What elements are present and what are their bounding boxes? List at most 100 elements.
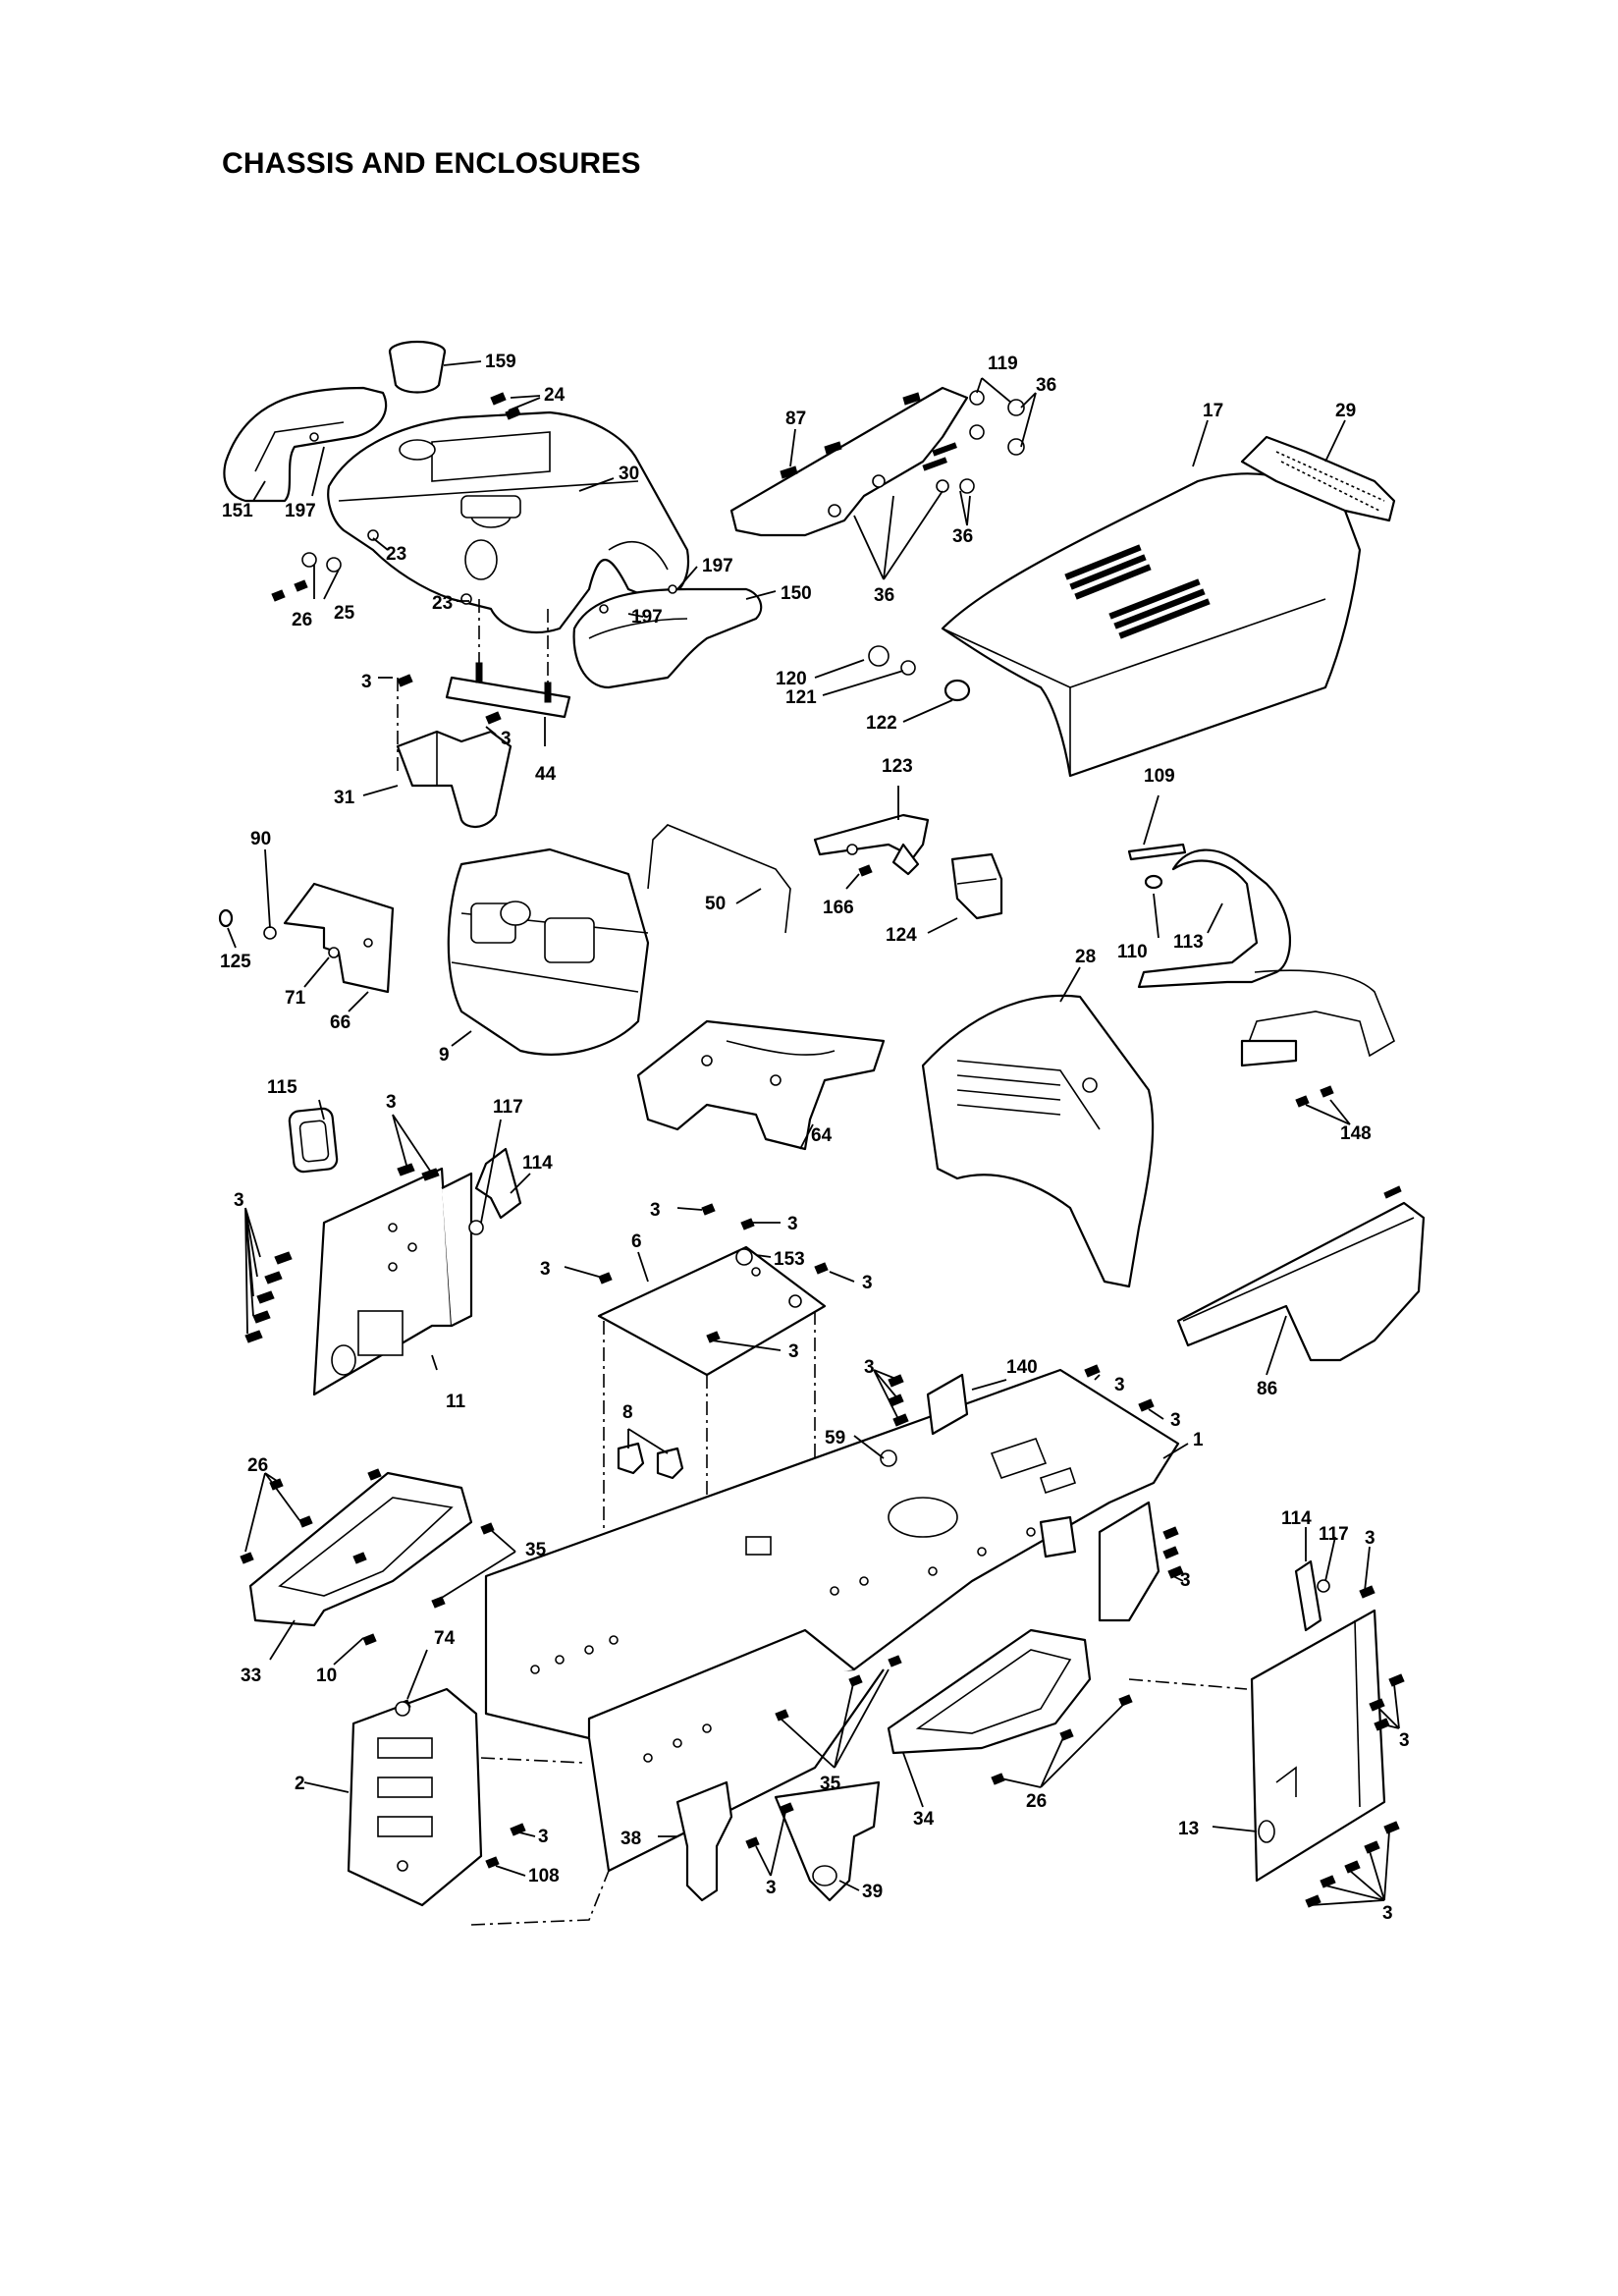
callout-9: 9: [439, 1045, 450, 1066]
callout-26: 26: [247, 1455, 268, 1476]
callout-38: 38: [620, 1829, 641, 1849]
callout-3: 3: [386, 1092, 397, 1113]
leader-lines: [227, 360, 1400, 1906]
callout-36: 36: [952, 526, 973, 547]
side-plate-part-13: [1250, 1609, 1386, 1883]
callout-117: 117: [493, 1097, 523, 1118]
callout-148: 148: [1340, 1123, 1372, 1144]
callout-119: 119: [988, 354, 1018, 374]
callout-3: 3: [501, 729, 512, 749]
rod-part-109: [1127, 843, 1187, 861]
footrest-part-34: [887, 1628, 1092, 1755]
tube-part-113: [1137, 848, 1395, 1067]
bracket-part-31: [396, 730, 512, 828]
callout-121: 121: [785, 687, 817, 708]
callout-64: 64: [811, 1125, 833, 1146]
callout-3: 3: [864, 1357, 875, 1378]
callout-3: 3: [862, 1273, 873, 1293]
callout-117: 117: [1319, 1524, 1349, 1545]
side-plate-part-11: [312, 1167, 473, 1396]
callout-159: 159: [485, 352, 516, 372]
callout-26: 26: [292, 610, 312, 630]
callout-124: 124: [886, 925, 917, 946]
callout-166: 166: [823, 898, 854, 918]
callout-3: 3: [1399, 1730, 1410, 1751]
cup-part-159: [388, 340, 447, 394]
callout-3: 3: [650, 1200, 661, 1221]
callout-150: 150: [781, 583, 812, 604]
bracket-part-140: [926, 1373, 969, 1436]
callout-151: 151: [222, 501, 253, 521]
callout-23: 23: [432, 593, 453, 614]
panel-part-66: [283, 882, 395, 994]
bolts-part-3: [240, 392, 1405, 1908]
callout-110: 110: [1117, 942, 1148, 962]
dash-panel-part-30: [327, 410, 690, 633]
callout-115: 115: [267, 1077, 297, 1098]
callout-3: 3: [1114, 1375, 1125, 1395]
callout-197: 197: [631, 607, 663, 628]
handle-part-151: [223, 386, 388, 503]
frame-holes: [530, 1527, 1036, 1763]
callout-8: 8: [622, 1402, 633, 1423]
callout-29: 29: [1335, 401, 1356, 421]
callout-24: 24: [544, 385, 566, 406]
bracket-part-87: [729, 386, 969, 537]
grille-part-29: [1240, 435, 1396, 522]
callout-35: 35: [525, 1540, 547, 1560]
callout-3: 3: [1382, 1903, 1393, 1924]
callout-123: 123: [882, 756, 913, 777]
callout-109: 109: [1144, 766, 1175, 787]
cover-part-150: [572, 587, 763, 689]
plate-part-44: [445, 662, 571, 719]
callout-3: 3: [788, 1341, 799, 1362]
callout-71: 71: [285, 988, 306, 1009]
page-title: CHASSIS AND ENCLOSURES: [222, 147, 641, 180]
callout-122: 122: [866, 713, 897, 734]
bracket-part-124: [950, 852, 1003, 920]
callout-86: 86: [1257, 1379, 1277, 1399]
callout-108: 108: [528, 1866, 560, 1886]
bracket-part-114-right: [1294, 1559, 1322, 1632]
callout-35: 35: [820, 1774, 841, 1794]
callout-2: 2: [295, 1774, 305, 1794]
screw-fasteners-125-90-71: [218, 908, 340, 958]
hood-vents: [1064, 544, 1211, 639]
callout-74: 74: [434, 1628, 456, 1649]
bracket-part-123: [813, 813, 930, 876]
frame-part-64: [636, 1019, 886, 1151]
bracket-right-frame: [1098, 1501, 1160, 1622]
callout-87: 87: [785, 409, 806, 429]
plate-part-6: [597, 1245, 827, 1377]
callout-17: 17: [1203, 401, 1223, 421]
callout-23: 23: [386, 544, 406, 565]
callout-36: 36: [874, 585, 894, 606]
callout-36: 36: [1036, 375, 1056, 396]
callout-13: 13: [1178, 1819, 1199, 1839]
callout-labels: 159 24 151 197 30 23 26 25 23 197 197 15…: [220, 352, 1410, 1924]
callout-66: 66: [330, 1012, 351, 1033]
callout-3: 3: [1365, 1528, 1375, 1549]
callout-113: 113: [1173, 932, 1204, 953]
rod-part-50: [647, 824, 791, 934]
callout-50: 50: [705, 894, 726, 914]
fasteners-119-36: [922, 390, 1025, 494]
callout-3: 3: [538, 1827, 549, 1847]
callout-90: 90: [250, 829, 271, 849]
callout-26: 26: [1026, 1791, 1047, 1812]
callout-25: 25: [334, 603, 355, 624]
callout-1: 1: [1193, 1430, 1204, 1450]
callout-33: 33: [241, 1666, 261, 1686]
hood-hardware-120-122: [868, 645, 971, 702]
callout-39: 39: [862, 1882, 883, 1902]
callout-3: 3: [766, 1878, 777, 1898]
callout-3: 3: [361, 672, 372, 692]
enclosure-part-28: [921, 994, 1155, 1288]
hood-part-17: [941, 472, 1362, 778]
side-panel-part-86: [1176, 1185, 1426, 1362]
clips-part-8: [617, 1442, 684, 1480]
callout-59: 59: [825, 1428, 845, 1449]
callout-197: 197: [702, 556, 733, 576]
callout-114: 114: [1281, 1508, 1312, 1529]
